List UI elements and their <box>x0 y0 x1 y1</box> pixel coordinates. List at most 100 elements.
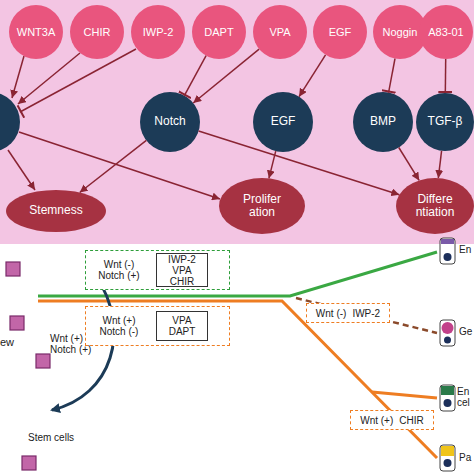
panel-background <box>0 244 474 474</box>
condition-box: Wnt (+) Notch (-) VPA DAPT <box>85 306 230 346</box>
node-text: Notch <box>154 115 185 128</box>
cell-icon <box>440 445 455 471</box>
cell-icon <box>440 320 455 346</box>
node-text: Noggin <box>383 26 418 38</box>
shape-fill <box>253 5 307 59</box>
node-text: Prolifer ation <box>234 193 290 219</box>
shape-fill <box>219 178 305 234</box>
node-text: DAPT <box>204 26 233 38</box>
outcome-oval: Prolifer ation <box>219 178 305 234</box>
cell-icon <box>441 386 454 395</box>
node-text: Wnt (+) <box>360 415 393 426</box>
condition-box: Wnt (+) CHIR <box>350 410 434 430</box>
activation-arrow <box>269 151 276 178</box>
node-text: WNT3A <box>17 26 56 38</box>
shape-fill <box>313 5 367 59</box>
activation-arrow <box>199 131 400 195</box>
cell-nucleus <box>444 399 452 407</box>
shape-fill <box>373 5 427 59</box>
inhibition-line <box>184 56 206 96</box>
factor-circle: Noggin <box>373 5 427 59</box>
node-text: TGF-β <box>428 115 463 128</box>
inhibition-line <box>389 59 395 93</box>
shape-fill <box>9 5 63 59</box>
factor-circle: WNT3A <box>9 5 63 59</box>
activation-arrow <box>12 56 24 98</box>
node-text: Wnt (-) Notch (+) <box>94 259 144 281</box>
factor-circle: VPA <box>253 5 307 59</box>
cell-icon <box>441 446 454 456</box>
node-text: EGF <box>329 26 352 38</box>
shape-fill <box>353 92 413 152</box>
shape-fill <box>131 5 185 59</box>
factor-circle: CHIR <box>70 5 124 59</box>
compound-box: VPA DAPT <box>156 311 208 341</box>
node-text: Wnt (+) Notch (-) <box>94 315 144 337</box>
activation-arrow <box>8 150 35 190</box>
factor-circle: A83-01 <box>419 5 473 59</box>
pathway-circle: Notch <box>140 92 200 152</box>
shape-fill <box>253 92 313 152</box>
shape-fill <box>6 190 106 232</box>
node-text: VPA DAPT <box>165 315 199 337</box>
node-text: A83-01 <box>428 26 463 38</box>
node-text: Stemness <box>29 204 82 217</box>
cell-icon <box>441 239 454 244</box>
lineage-line <box>372 392 437 398</box>
shape-fill <box>396 178 474 234</box>
stem-cell <box>10 316 24 330</box>
stem-cell <box>36 354 50 368</box>
lineage-line <box>296 298 437 333</box>
outcome-oval: Stemness <box>6 190 106 232</box>
panel-background <box>0 0 474 244</box>
node-text: VPA <box>269 26 290 38</box>
factor-circle: DAPT <box>192 5 246 59</box>
shape-fill <box>70 5 124 59</box>
activation-arrow <box>80 140 147 192</box>
shape-fill <box>192 5 246 59</box>
pathway-circle <box>0 92 20 152</box>
cut-label: ew <box>0 336 20 348</box>
pathway-circle: BMP <box>353 92 413 152</box>
node-text: CHIR <box>84 26 111 38</box>
cell-nucleus <box>444 337 451 344</box>
activation-arrow <box>193 49 259 103</box>
cell-type-label: Pa <box>459 452 474 463</box>
activation-arrow <box>399 148 419 181</box>
cell-nucleus <box>444 253 452 261</box>
shape-fill <box>419 5 473 59</box>
condition-box: Wnt (-) Notch (+) IWP-2 VPA CHIR <box>85 250 230 290</box>
cell-icon <box>440 385 455 411</box>
factor-circle: IWP-2 <box>131 5 185 59</box>
node-text: CHIR <box>399 415 423 426</box>
shape-fill <box>140 92 200 152</box>
stem-cell <box>6 262 20 276</box>
node-text: IWP-2 <box>143 26 174 38</box>
node-text: Differe ntiation <box>407 193 463 219</box>
cell-type-label: En <box>459 244 474 255</box>
compound-box: IWP-2 VPA CHIR <box>156 253 208 287</box>
pathway-circle: TGF-β <box>416 93 474 151</box>
signal-label: Wnt (+) Notch (+) <box>50 333 102 355</box>
activation-arrow <box>438 151 441 178</box>
condition-box: Wnt (-) IWP-2 <box>306 303 390 323</box>
inhibition-line <box>445 59 447 93</box>
outcome-oval: Differe ntiation <box>396 178 474 234</box>
node-text: IWP-2 VPA CHIR <box>165 254 199 287</box>
node-text: EGF <box>271 115 296 128</box>
shape-fill <box>416 93 474 151</box>
stem-cell <box>22 456 36 470</box>
cell-type-label: Ge <box>459 326 474 337</box>
cell-nucleus <box>444 459 452 467</box>
cell-icon <box>440 238 455 264</box>
node-text: Wnt (-) <box>316 308 347 319</box>
factor-circle: EGF <box>313 5 367 59</box>
node-text: IWP-2 <box>352 308 380 319</box>
pathway-circle: EGF <box>253 92 313 152</box>
node-text: BMP <box>370 115 396 128</box>
cell-label: Stem cells <box>28 432 88 443</box>
cell-icon <box>442 322 454 334</box>
